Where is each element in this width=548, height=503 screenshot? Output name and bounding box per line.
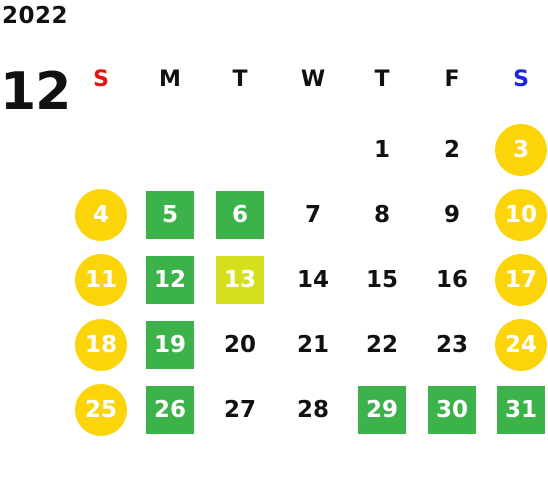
weekday-sun: S <box>93 67 109 92</box>
day-cell-17[interactable]: 17 <box>495 254 547 306</box>
day-cell-30[interactable]: 30 <box>428 386 476 434</box>
day-cell-31[interactable]: 31 <box>497 386 545 434</box>
day-cell-20[interactable]: 20 <box>223 332 256 358</box>
weekday-mon: M <box>159 67 181 92</box>
day-cell-2[interactable]: 2 <box>443 137 460 163</box>
day-cell-1[interactable]: 1 <box>373 137 390 163</box>
day-cell-4[interactable]: 4 <box>75 189 127 241</box>
day-cell-23[interactable]: 23 <box>435 332 468 358</box>
day-cell-24[interactable]: 24 <box>495 319 547 371</box>
day-cell-14[interactable]: 14 <box>296 267 329 293</box>
day-cell-12[interactable]: 12 <box>146 256 194 304</box>
year-label: 2022 <box>2 3 69 29</box>
weekday-sat: S <box>513 67 529 92</box>
day-cell-29[interactable]: 29 <box>358 386 406 434</box>
weekday-thu: T <box>374 67 390 92</box>
day-cell-9[interactable]: 9 <box>443 202 460 228</box>
day-cell-8[interactable]: 8 <box>373 202 390 228</box>
day-cell-7[interactable]: 7 <box>304 202 321 228</box>
day-cell-16[interactable]: 16 <box>435 267 468 293</box>
day-cell-5[interactable]: 5 <box>146 191 194 239</box>
weekday-wed: W <box>300 67 326 92</box>
day-cell-15[interactable]: 15 <box>365 267 398 293</box>
day-cell-10[interactable]: 10 <box>495 189 547 241</box>
weekday-fri: F <box>444 67 460 92</box>
weekday-tue: T <box>232 67 248 92</box>
day-cell-26[interactable]: 26 <box>146 386 194 434</box>
day-cell-6[interactable]: 6 <box>216 191 264 239</box>
day-cell-27[interactable]: 27 <box>223 397 256 423</box>
day-cell-3[interactable]: 3 <box>495 124 547 176</box>
day-cell-18[interactable]: 18 <box>75 319 127 371</box>
day-cell-22[interactable]: 22 <box>365 332 398 358</box>
day-cell-28[interactable]: 28 <box>296 397 329 423</box>
day-cell-25[interactable]: 25 <box>75 384 127 436</box>
day-cell-13[interactable]: 13 <box>216 256 264 304</box>
day-cell-11[interactable]: 11 <box>75 254 127 306</box>
month-label: 12 <box>0 62 71 122</box>
day-cell-19[interactable]: 19 <box>146 321 194 369</box>
day-cell-21[interactable]: 21 <box>296 332 329 358</box>
